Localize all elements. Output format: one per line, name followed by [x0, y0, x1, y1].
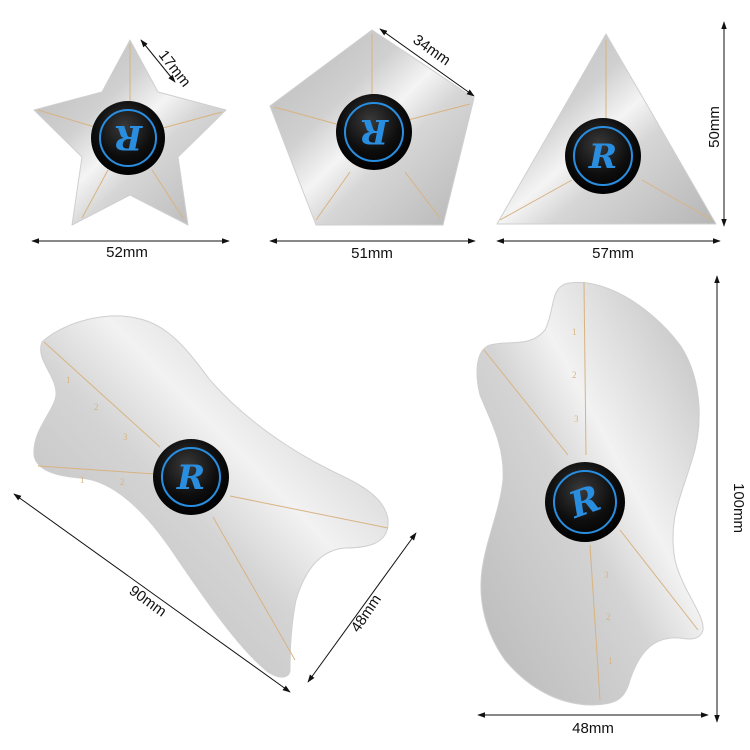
wing-plate: 1 2 3 1 2 R 90mm 48mm	[13, 315, 417, 693]
logo-r-icon: R	[360, 111, 389, 151]
triangle-badge: R	[565, 118, 641, 194]
pentagon-badge: R	[336, 94, 412, 170]
star-rulers	[37, 44, 223, 219]
dimension-line-wing-width	[307, 532, 417, 683]
wing-badge: R	[153, 439, 229, 515]
svg-text:2: 2	[120, 477, 125, 487]
triangle-width-label: 57mm	[592, 245, 634, 262]
svg-text:1: 1	[572, 327, 577, 337]
triangle-plate: R 50mm 57mm	[496, 21, 727, 262]
svg-text:2: 2	[606, 612, 611, 622]
svg-text:2: 2	[572, 370, 577, 380]
logo-r-icon: R	[114, 117, 143, 157]
triangle-rulers	[499, 40, 713, 221]
curved-plate-badge: R	[545, 462, 625, 542]
svg-text:1: 1	[80, 475, 85, 485]
svg-text:1: 1	[608, 656, 613, 666]
curved-plate: 1 2 3 3 2 1 R 100mm 48mm	[476, 275, 747, 737]
logo-r-icon: R	[176, 458, 205, 498]
curved-plate-ruler-labels: 1 2 3 3 2 1	[572, 327, 613, 666]
svg-text:1: 1	[66, 375, 71, 385]
dimension-line-pentagon-edge	[379, 28, 475, 97]
wing-width-label: 48mm	[348, 591, 385, 635]
wing-ruler-labels: 1 2 3 1 2	[66, 375, 128, 487]
svg-text:3: 3	[123, 432, 128, 442]
star-edge-label: 17mm	[155, 47, 194, 90]
logo-r-icon: R	[588, 137, 617, 177]
svg-text:3: 3	[574, 414, 579, 424]
pentagon-plate: R 34mm 51mm	[269, 28, 476, 262]
curved-width-label: 48mm	[572, 720, 614, 737]
dimension-line-wing-length	[13, 493, 291, 693]
curved-plate-rulers	[483, 281, 699, 701]
star-width-label: 52mm	[106, 244, 148, 261]
svg-text:2: 2	[94, 402, 99, 412]
curved-height-label: 100mm	[730, 483, 747, 533]
svg-text:3: 3	[604, 570, 609, 580]
pentagon-width-label: 51mm	[351, 245, 393, 262]
dimension-line-star-edge	[140, 39, 176, 83]
star-plate: R 17mm 52mm	[31, 39, 230, 261]
star-badge: R	[91, 101, 165, 175]
pentagon-rulers	[273, 34, 471, 221]
wing-length-label: 90mm	[126, 582, 170, 620]
triangle-height-label: 50mm	[706, 106, 723, 148]
